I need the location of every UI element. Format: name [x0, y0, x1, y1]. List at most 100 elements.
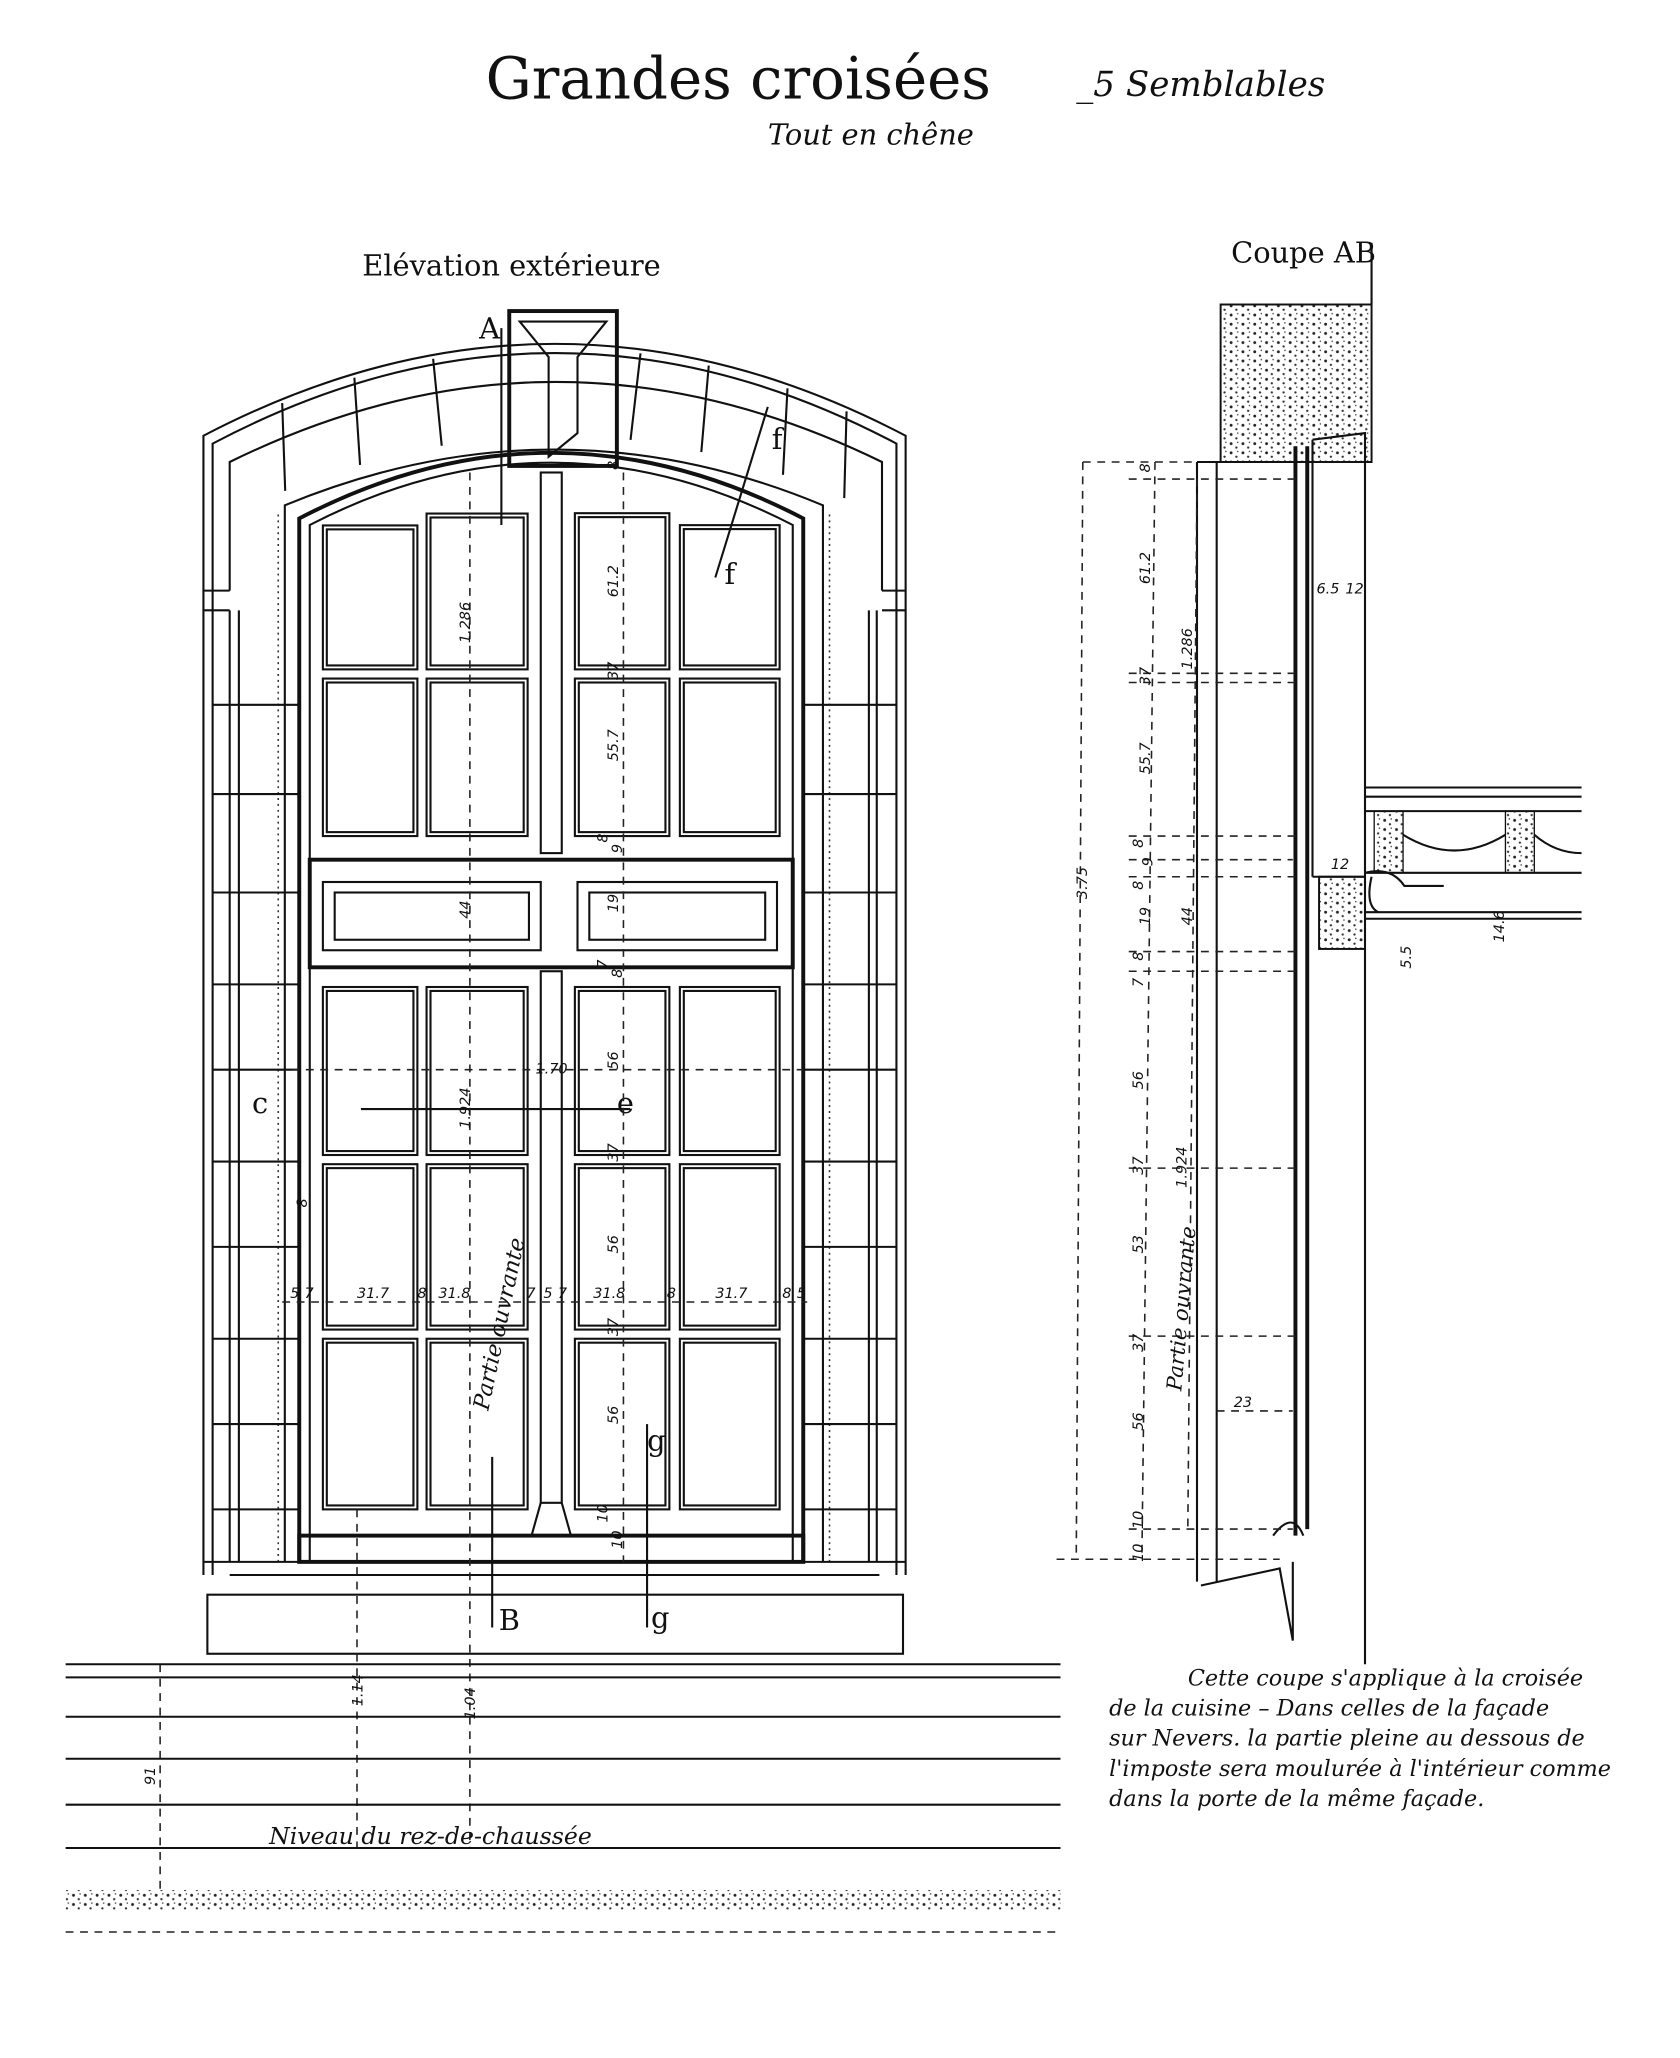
- elevation-vertical-dim: 8: [606, 461, 622, 470]
- sheet-subtitle: Tout en chêne: [768, 117, 974, 151]
- voussoir-joint: [281, 403, 287, 491]
- elevation-horizontal-dim: 5: [290, 1286, 299, 1302]
- section-letter-f-bottom: f: [725, 557, 738, 591]
- glass-pane: [321, 1163, 419, 1331]
- pane-molding: [577, 1167, 667, 1327]
- section-dim-height-upper: 1.286: [1180, 628, 1196, 669]
- section-dim-transom: 44: [1180, 907, 1196, 925]
- elevation-vertical-dim: 37: [606, 661, 622, 680]
- voussoir-joint: [353, 377, 362, 466]
- ground-steps: Niveau du rez-de-chaussée: [65, 1663, 1061, 1933]
- elevation-vertical-dim: 56: [606, 1406, 622, 1424]
- pane-molding: [429, 1341, 525, 1507]
- glass-pane: [425, 512, 529, 671]
- pane-molding: [429, 516, 525, 667]
- section-dim: 7: [1131, 977, 1147, 987]
- elevation-vertical-dim: 19: [606, 894, 622, 912]
- pane-molding: [325, 1341, 415, 1507]
- dim-ground-3: 91: [143, 1767, 159, 1785]
- pane-molding: [682, 681, 777, 834]
- glass-pane: [573, 1337, 671, 1511]
- elevation-vertical-dim: 7: [596, 959, 612, 969]
- glass-pane: [678, 1163, 781, 1331]
- elevation-horizontal-dim: 31.8: [593, 1286, 625, 1302]
- voussoir-joint: [432, 358, 443, 446]
- glass-pane: [573, 1163, 671, 1331]
- section-dim: 55.7: [1138, 741, 1154, 774]
- voussoir-joint: [629, 353, 642, 440]
- section-note: Cette coupe s'applique à la croisée de l…: [1109, 1665, 1611, 1812]
- sill-and-plinth: [203, 1560, 906, 1655]
- elevation-vertical-dim: 44: [458, 900, 474, 918]
- section-dim: 56: [1131, 1071, 1147, 1089]
- window-frame: [297, 450, 806, 1564]
- section-letter-c: c: [252, 1086, 268, 1120]
- section-letter-b: B: [499, 1603, 520, 1637]
- pane-molding: [325, 1167, 415, 1327]
- section-dim: 37: [1138, 666, 1154, 685]
- section-dim: 3.75: [1075, 867, 1091, 899]
- glass-pane: [425, 985, 529, 1157]
- note-line: sur Nevers. la partie pleine au dessous …: [1109, 1726, 1585, 1752]
- elevation-vertical-dim: 1.924: [458, 1087, 474, 1128]
- pane-molding: [429, 1167, 525, 1327]
- glass-pane: [678, 985, 781, 1157]
- section-dim: 37: [1131, 1333, 1147, 1352]
- section-dim: 8: [1131, 881, 1147, 890]
- elevation-vertical-dim: 10: [596, 1504, 612, 1522]
- dim-width: 1.70: [536, 1062, 568, 1078]
- voussoir-joint: [843, 411, 848, 499]
- elevation-vertical-dim: 8: [610, 969, 626, 978]
- elevation-vertical-dim: 8: [596, 833, 612, 842]
- section-letter-g-bottom: g: [651, 1601, 669, 1635]
- section-dim: 61.2: [1138, 552, 1154, 584]
- elevation-vertical-dim: 56: [606, 1235, 622, 1253]
- pane-molding: [682, 528, 777, 667]
- note-line: de la cuisine – Dans celles de la façade: [1109, 1695, 1549, 1721]
- glass-pane: [573, 677, 671, 838]
- elevation-vertical-dim: 10: [610, 1530, 626, 1548]
- ground-level-label: Niveau du rez-de-chaussée: [268, 1822, 592, 1850]
- elevation-vertical-dim: 9: [610, 844, 626, 853]
- jamb-stone-courses: [212, 703, 897, 1511]
- section-dim-height-lower: 1.924: [1175, 1147, 1191, 1188]
- section-letter-g-top: g: [647, 1423, 665, 1457]
- elevation-horizontal-dim: 5: [543, 1286, 552, 1302]
- section-letter-a: A: [478, 312, 501, 346]
- section-dim-frame-depth: 6.5: [1316, 581, 1339, 597]
- glass-pane: [425, 677, 529, 838]
- note-line: Cette coupe s'applique à la croisée: [1188, 1665, 1583, 1691]
- glass-pane: [321, 524, 419, 671]
- pane-molding: [682, 989, 777, 1153]
- glass-pane: [321, 677, 419, 838]
- elevation-vertical-dim: 56: [606, 1051, 622, 1069]
- section-dim: 9: [1140, 857, 1156, 866]
- elevation-horizontal-dim: 8: [667, 1286, 676, 1302]
- arch-surround: [202, 342, 907, 1575]
- pane-molding: [325, 528, 415, 667]
- dim-ground-1: 1.14: [350, 1674, 366, 1706]
- elevation-vertical-dim: 61.2: [606, 565, 622, 597]
- section-dim: 8: [1131, 839, 1147, 848]
- section-dim-floor: 14.6: [1492, 910, 1508, 942]
- section-letter-e: e: [617, 1086, 634, 1120]
- pane-molding: [429, 989, 525, 1153]
- arch-voussoir-joints: [281, 353, 848, 499]
- section-dim-embrasure: 23: [1234, 1395, 1252, 1411]
- section-dim-reveal: 12: [1345, 581, 1363, 597]
- voussoir-joint: [700, 365, 710, 453]
- section-dim-sill: 5.5: [1399, 946, 1415, 969]
- section-markers: A B c e f f g g: [252, 312, 804, 1637]
- elevation-vertical-dim: 37: [606, 1317, 622, 1336]
- elevation-vertical-dim: 37: [606, 1142, 622, 1161]
- glass-pane: [678, 677, 781, 838]
- section-dim: 10: [1131, 1511, 1147, 1529]
- keystone: [507, 309, 619, 468]
- section-dim: 8: [1138, 463, 1154, 472]
- section-dim: 53: [1131, 1235, 1147, 1253]
- elevation-horizontal-dim: 31.7: [357, 1286, 390, 1302]
- note-line: dans la porte de la même façade.: [1109, 1786, 1484, 1812]
- elevation-horizontal-dim: 5: [797, 1286, 806, 1302]
